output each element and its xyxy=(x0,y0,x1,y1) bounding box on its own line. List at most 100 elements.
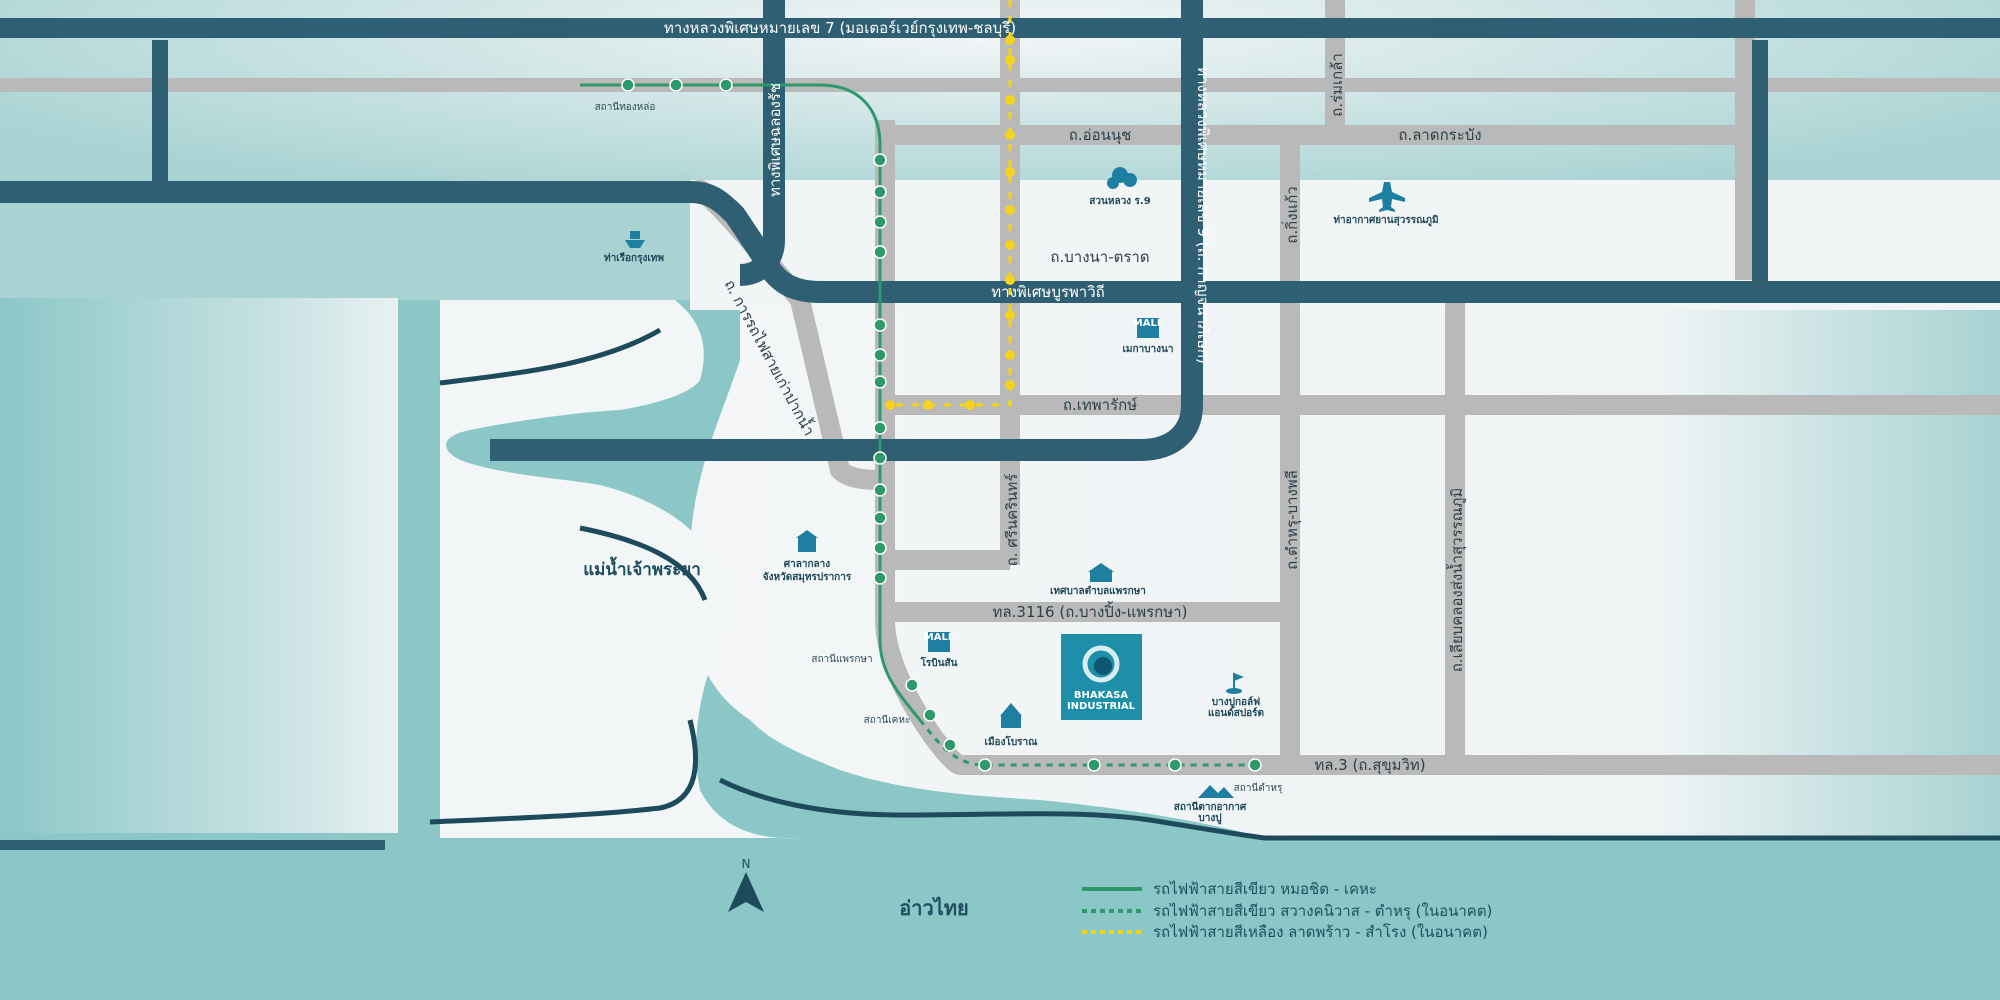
green-station-dot xyxy=(873,511,887,525)
green-station-dot xyxy=(943,738,957,752)
coastline xyxy=(718,777,2000,841)
green-line-solid xyxy=(580,83,922,721)
temple-icon xyxy=(1000,703,1022,728)
yellow-station-dot xyxy=(1005,275,1015,285)
north-arrow-icon xyxy=(728,872,764,912)
green-station-dot xyxy=(1168,758,1182,772)
green-station-dot xyxy=(923,708,937,722)
bangna-trat-label: ถ.บางนา-ตราด xyxy=(1050,248,1149,266)
green-station-dot xyxy=(873,318,887,332)
motorway-9 xyxy=(490,0,1203,461)
yellow-station-dot xyxy=(1005,350,1015,360)
court-icon xyxy=(796,530,818,552)
burapha-expressway xyxy=(0,181,2000,303)
yellow-station-dot xyxy=(1005,55,1015,65)
yellow-station-dot xyxy=(1005,167,1015,177)
peninsula-land xyxy=(440,300,800,839)
airport-icon xyxy=(1369,182,1405,212)
river-bank-dark-2 xyxy=(439,327,662,386)
robinson-mall-tag: MALL xyxy=(924,632,955,643)
green-station-dot xyxy=(873,153,887,167)
robinson-mall-icon: MALL xyxy=(924,632,955,652)
thonglor-station-label: สถานีทองหล่อ xyxy=(595,101,656,113)
municipal-icon xyxy=(1088,563,1114,582)
motorway-7-label: ทางหลวงพิเศษหมายเลข 7 (มอเตอร์เวย์กรุงเท… xyxy=(664,19,1016,38)
bhakasa-logo: BHAKASA INDUSTRIAL xyxy=(1061,634,1142,720)
chalong-rat-label: ทางพิเศษฉลองรัช xyxy=(766,83,784,197)
mega-mall-tag: MALL xyxy=(1133,318,1164,329)
route-3-label: ทล.3 (ถ.สุขุมวิท) xyxy=(1314,756,1425,775)
green-station-dot xyxy=(621,78,635,92)
coastline-west xyxy=(429,719,699,825)
green-station-dot xyxy=(873,421,887,435)
golf-label-2: แอนด์สปอร์ต xyxy=(1208,707,1264,719)
tamru-label: ถ.ตำหรุ-บางพลี xyxy=(1283,470,1302,570)
suan-luang-label: สวนหลวง ร.9 xyxy=(1089,196,1150,207)
praeksa-office-label: เทศบาลตำบลแพรกษา xyxy=(1050,585,1146,597)
legend: รถไฟฟ้าสายสีเขียว หมอชิต - เคหะ รถไฟฟ้าส… xyxy=(1082,880,1492,941)
bangpu-label-2: บางปู xyxy=(1198,812,1221,825)
bhakasa-emblem-core xyxy=(1094,657,1112,675)
yellow-line-stations xyxy=(885,35,1015,410)
bhakasa-line1: BHAKASA xyxy=(1074,690,1128,701)
beach-icon xyxy=(1198,785,1234,798)
yellow-station-dot xyxy=(1005,240,1015,250)
legend-green-solid: รถไฟฟ้าสายสีเขียว หมอชิต - เคหะ xyxy=(1153,880,1377,898)
route-3116-label: ทล.3116 (ถ.บางปิ้ง-แพรกษา) xyxy=(993,601,1188,621)
green-line-stations xyxy=(621,78,1262,772)
yellow-station-dot xyxy=(1005,130,1015,140)
yellow-station-dot xyxy=(1005,380,1015,390)
green-station-dot xyxy=(719,78,733,92)
mega-bangna-label: เมกาบางนา xyxy=(1123,344,1174,355)
ancient-city-label: เมืองโบราณ xyxy=(985,735,1039,748)
court-label: ศาลากลาง xyxy=(784,559,831,570)
praeksa-station-label: สถานีแพรกษา xyxy=(811,653,872,665)
yellow-station-dot xyxy=(885,400,895,410)
green-station-dot xyxy=(873,451,887,465)
theparak-label: ถ.เทพารักษ์ xyxy=(1063,396,1138,414)
green-station-dot xyxy=(978,758,992,772)
green-station-dot xyxy=(905,678,919,692)
compass-label: N xyxy=(742,857,751,871)
court-label-2: จังหวัดสมุทรปราการ xyxy=(763,571,852,583)
yellow-station-dot xyxy=(1005,310,1015,320)
river-bank-dark xyxy=(579,525,708,601)
yellow-station-dot xyxy=(965,400,975,410)
motorway-9-label: ทางหลวงพิเศษหมายเลข 9 (ถ. กาญจนาภิเษก) xyxy=(1194,66,1212,364)
tamru-station-label: สถานีตำหรุ xyxy=(1234,782,1283,794)
green-station-dot xyxy=(873,215,887,229)
golf-label: บางปูกอล์ฟ xyxy=(1212,696,1260,709)
green-station-dot xyxy=(873,348,887,362)
onnut-label: ถ.อ่อนนุช xyxy=(1069,126,1132,145)
airport-label: ท่าอากาศยานสุวรรณภูมิ xyxy=(1333,214,1438,227)
kingkaew-label: ถ.กิ่งแก้ว xyxy=(1281,186,1301,243)
green-station-dot xyxy=(873,185,887,199)
expressways xyxy=(0,0,2000,461)
robinson-label: โรบินสัน xyxy=(920,656,958,669)
mall-icon: MALL xyxy=(1133,318,1164,338)
khlong-dan-label: ถ.เลียบคลองส่งน้ำสุวรรณภูมิ xyxy=(1446,488,1467,673)
west-land xyxy=(0,298,398,833)
green-station-dot xyxy=(873,375,887,389)
east-land xyxy=(660,300,2000,838)
river-label: แม่น้ำเจ้าพระยา xyxy=(583,556,701,580)
bhakasa-line2: INDUSTRIAL xyxy=(1067,701,1136,712)
ship-icon xyxy=(625,231,645,248)
srinakarin-label: ถ. ศรีนครินทร์ xyxy=(1003,474,1021,567)
green-station-dot xyxy=(873,541,887,555)
legend-yellow-dotted: รถไฟฟ้าสายสีเหลือง ลาดพร้าว - สำโรง (ในอ… xyxy=(1153,923,1488,941)
suan-luang-icon xyxy=(1107,167,1137,189)
gulf-label: อ่าวไทย xyxy=(899,896,968,920)
yellow-station-dot xyxy=(1005,205,1015,215)
green-station-dot xyxy=(1248,758,1262,772)
yellow-station-dot xyxy=(1005,35,1015,45)
bkk-port-label: ท่าเรือกรุงเทพ xyxy=(604,252,664,264)
green-station-dot xyxy=(873,245,887,259)
green-station-dot xyxy=(873,571,887,585)
green-station-dot xyxy=(1087,758,1101,772)
bhakasa-emblem-icon xyxy=(1082,645,1120,683)
road-sukhumvit xyxy=(875,120,2000,775)
yellow-station-dot xyxy=(1005,95,1015,105)
green-station-dot xyxy=(669,78,683,92)
